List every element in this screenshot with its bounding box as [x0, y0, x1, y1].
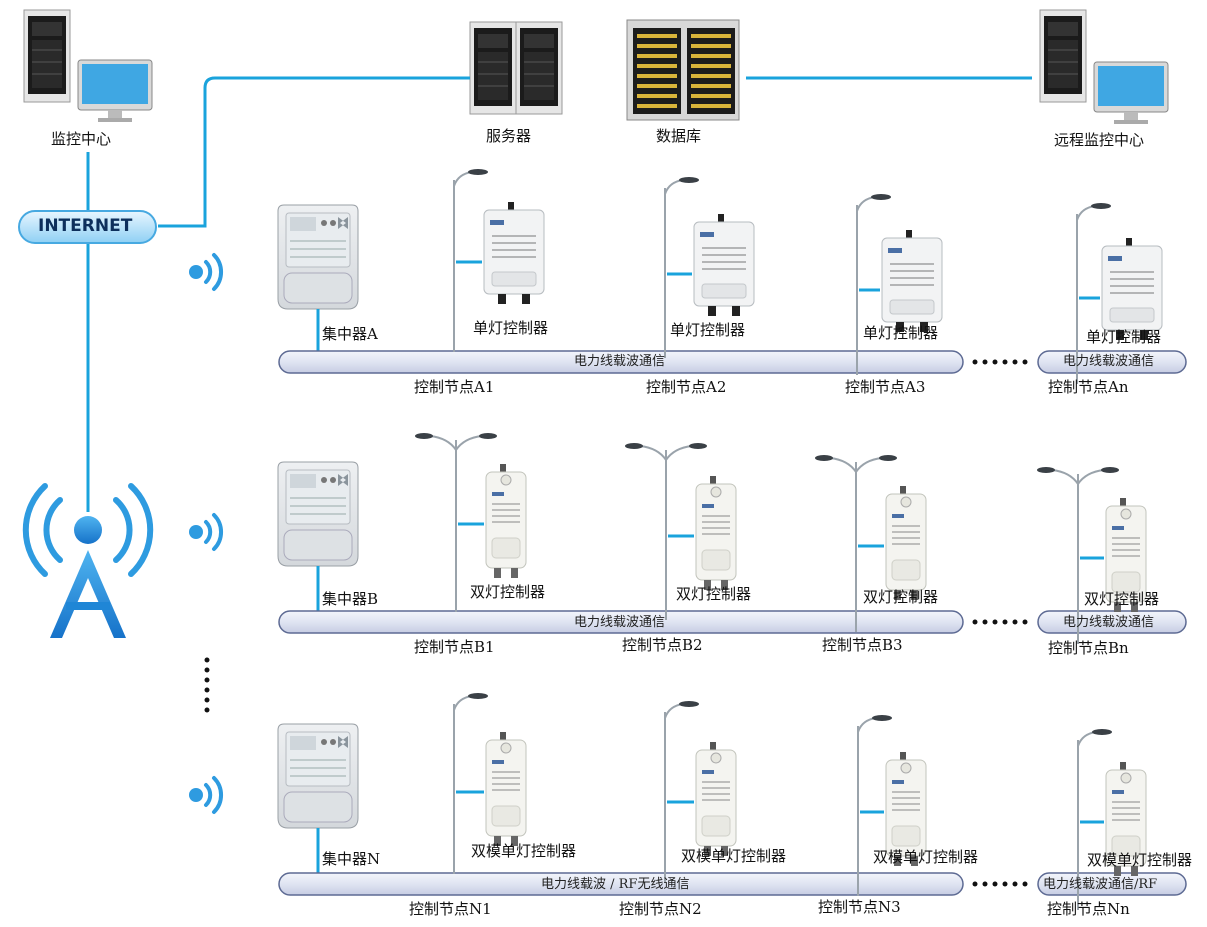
control-node-n1 [453, 692, 527, 875]
powerline-bus-b [278, 610, 964, 634]
bus-continuation-dots [972, 619, 1028, 625]
light-controller-icon [1101, 237, 1163, 341]
remote-monitor-center-computer [1039, 9, 1169, 125]
controller-label-nn: 双模单灯控制器 [1087, 851, 1193, 869]
control-node-b4 [1036, 466, 1147, 645]
node-label-b2: 控制节点B2 [622, 636, 703, 654]
concentrator-label-b: 集中器B [322, 590, 379, 608]
light-controller-icon [485, 463, 527, 579]
internet-cloud [18, 210, 157, 244]
controller-row-b [189, 432, 1187, 645]
street-lamp-icon [857, 714, 893, 897]
node-label-b1: 控制节点B1 [414, 638, 495, 656]
street-lamp-icon [664, 700, 700, 883]
control-node-b1 [414, 432, 527, 612]
controller-row-n [189, 692, 1187, 911]
control-node-a4 [1076, 202, 1163, 385]
controller-label-a1: 单灯控制器 [473, 319, 549, 337]
street-lamp-icon [1036, 466, 1120, 645]
powerline-bus-end-a [1037, 350, 1187, 374]
bus-label-n: 电力线载波 / RF无线通信 [541, 877, 690, 892]
bus-label-end-b: 电力线载波通信 [1063, 615, 1155, 630]
bus-label-end-n: 电力线载波通信/RF [1043, 877, 1158, 892]
light-controller-icon [695, 475, 737, 591]
server-label: 服务器 [486, 127, 532, 145]
node-label-n1: 控制节点N1 [409, 900, 492, 918]
internet-label: INTERNET [38, 216, 133, 236]
light-controller-icon [881, 229, 943, 333]
more-rows-dots [204, 657, 210, 713]
bus-label-a: 电力线载波通信 [574, 354, 666, 369]
controller-label-a3: 单灯控制器 [863, 324, 939, 342]
bus-continuation-dots [972, 881, 1028, 887]
powerline-bus-end-n [1037, 872, 1187, 896]
controller-label-n1: 双模单灯控制器 [471, 842, 577, 860]
concentrator-meter-a [277, 204, 359, 310]
light-controller-icon [695, 741, 737, 857]
node-label-n3: 控制节点N3 [818, 898, 901, 916]
controller-label-b2: 双灯控制器 [676, 585, 752, 603]
node-label-n2: 控制节点N2 [619, 900, 702, 918]
node-label-b3: 控制节点B3 [822, 636, 903, 654]
light-controller-icon [485, 731, 527, 847]
concentrator-meter-n [277, 723, 359, 829]
bus-label-b: 电力线载波通信 [574, 615, 666, 630]
control-node-n3 [857, 714, 927, 897]
control-node-b2 [624, 442, 737, 621]
light-controller-icon [483, 201, 545, 305]
street-lamp-icon [414, 432, 498, 612]
concentrator-label-a: 集中器A [322, 325, 378, 343]
node-label-a3: 控制节点A3 [845, 378, 926, 396]
remote-monitor-center-label: 远程监控中心 [1054, 131, 1145, 149]
node-label-a2: 控制节点A2 [646, 378, 727, 396]
node-label-an: 控制节点An [1048, 378, 1129, 396]
wifi-signal-icon [189, 253, 224, 291]
controller-label-a2: 单灯控制器 [670, 321, 746, 339]
server-icon [469, 21, 563, 115]
bus-continuation-dots [972, 359, 1028, 365]
street-lamp-icon [1077, 728, 1113, 911]
node-label-a1: 控制节点A1 [414, 378, 495, 396]
street-lamp-icon [664, 176, 700, 359]
wifi-signal-icon [189, 776, 224, 814]
controller-row-a [189, 168, 1187, 385]
wireless-tower-icon [22, 483, 154, 638]
control-node-b3 [814, 454, 927, 633]
controller-label-n2: 双模单灯控制器 [681, 847, 787, 865]
street-lamp-icon [1076, 202, 1112, 385]
street-lamp-icon [624, 442, 708, 621]
controller-label-b3: 双灯控制器 [863, 588, 939, 606]
light-controller-icon [693, 213, 755, 317]
concentrator-label-n: 集中器N [322, 850, 381, 868]
controller-label-an: 单灯控制器 [1086, 328, 1162, 346]
control-node-n4 [1077, 728, 1147, 911]
concentrator-meter-b [277, 461, 359, 567]
powerline-bus-n [278, 872, 964, 896]
light-controller-icon [885, 485, 927, 601]
wifi-signal-icon [189, 513, 224, 551]
control-node-a1 [453, 168, 545, 352]
monitor-center-label: 监控中心 [51, 130, 112, 148]
controller-label-b1: 双灯控制器 [470, 583, 546, 601]
node-label-nn: 控制节点Nn [1047, 900, 1130, 918]
street-lamp-icon [453, 168, 489, 352]
control-node-n2 [664, 700, 737, 883]
powerline-bus-a [278, 350, 964, 374]
powerline-bus-end-b [1037, 610, 1187, 634]
network-links [86, 76, 1032, 512]
controller-label-n3: 双模单灯控制器 [873, 848, 979, 866]
database-icon [626, 19, 740, 121]
controller-label-bn: 双灯控制器 [1084, 590, 1160, 608]
bus-label-end-a: 电力线载波通信 [1063, 354, 1155, 369]
control-node-a3 [856, 193, 943, 376]
database-label: 数据库 [656, 127, 702, 145]
street-lamp-icon [856, 193, 892, 376]
street-lamp-icon [814, 454, 898, 633]
monitor-center-computer [23, 9, 153, 123]
control-node-a2 [664, 176, 755, 359]
node-label-bn: 控制节点Bn [1048, 639, 1129, 657]
